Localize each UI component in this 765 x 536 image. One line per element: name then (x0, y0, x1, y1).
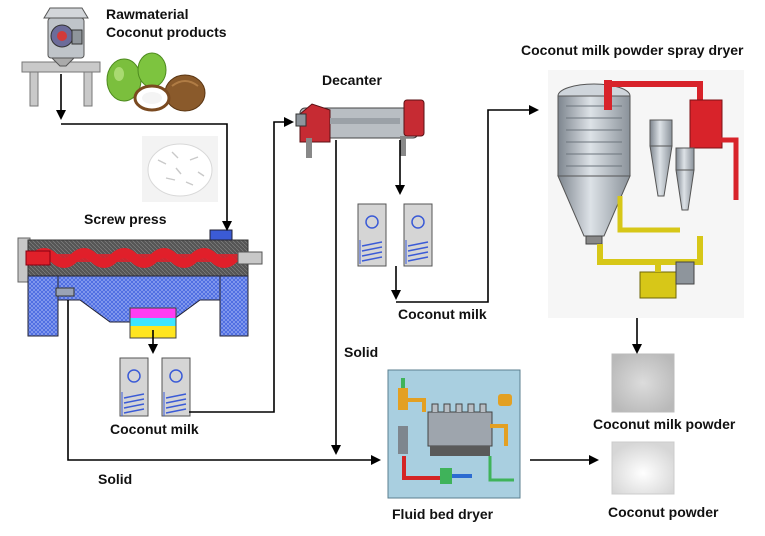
decanter-label: Decanter (322, 72, 382, 88)
shredded-coconut-image (142, 136, 218, 202)
solid-mid-label: Solid (344, 344, 379, 360)
grinder-machine (21, 7, 101, 107)
milk-tank (119, 357, 149, 417)
fluid-bed-dryer-machine (387, 369, 521, 499)
solid-bottom-label: Solid (98, 471, 133, 487)
flow-arrows (56, 74, 642, 465)
spray-dryer-label: Coconut milk powder spray dryer (521, 42, 744, 58)
screw-press-label: Screw press (84, 211, 167, 227)
screw-press-machine (17, 229, 263, 337)
coconut-milk-mid-label: Coconut milk (398, 306, 487, 322)
coconut-milk-left-label: Coconut milk (110, 421, 199, 437)
coconuts-image (106, 52, 206, 112)
milk-tank (403, 203, 433, 267)
coconut-powder-label: Coconut powder (608, 504, 719, 520)
milk-powder-label: Coconut milk powder (593, 416, 736, 432)
coconut-products-label: Coconut products (106, 24, 227, 40)
coconut-powder-image (611, 441, 675, 495)
raw-material-label: Rawmaterial (106, 6, 189, 22)
spray-dryer-machine (548, 70, 744, 318)
milk-tank (161, 357, 191, 417)
milk-powder-image (611, 353, 675, 413)
milk-tank (357, 203, 387, 267)
fluid-bed-dryer-label: Fluid bed dryer (392, 506, 494, 522)
decanter-machine (295, 99, 425, 158)
